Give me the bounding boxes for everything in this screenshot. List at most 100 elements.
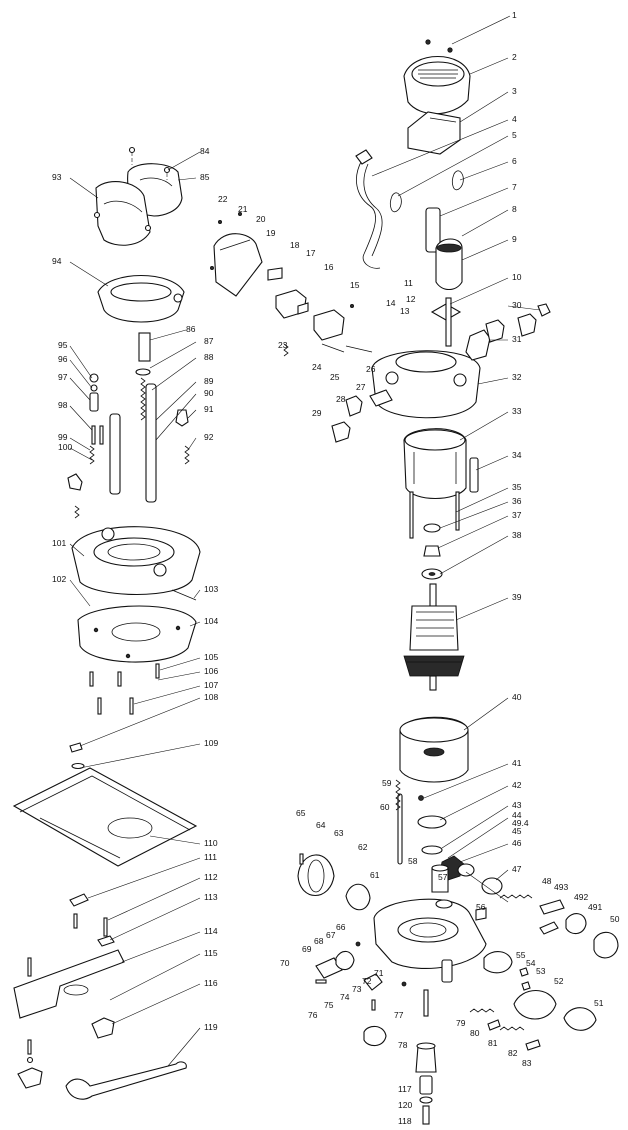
label-42: 42 xyxy=(512,780,522,790)
label-5: 5 xyxy=(512,130,517,140)
label-90: 90 xyxy=(204,388,214,398)
label-37: 37 xyxy=(512,510,522,520)
label-51: 51 xyxy=(594,998,604,1008)
shaft-lock-parts xyxy=(469,1008,541,1051)
label-120: 120 xyxy=(398,1100,412,1110)
label-110: 110 xyxy=(204,838,218,848)
label-16: 16 xyxy=(324,262,334,272)
label-47: 47 xyxy=(512,864,522,874)
guide-bracket xyxy=(13,917,125,1089)
bearings-upper xyxy=(421,523,443,580)
label-45: 45 xyxy=(512,826,522,836)
label-57: 57 xyxy=(438,872,448,882)
label-34: 34 xyxy=(512,450,522,460)
label-96: 96 xyxy=(58,354,68,364)
label-26: 26 xyxy=(366,364,376,374)
label-114: 114 xyxy=(204,926,218,936)
label-40: 40 xyxy=(512,692,522,702)
motor-housing-top xyxy=(425,207,463,347)
label-102: 102 xyxy=(52,574,66,584)
label-100: 100 xyxy=(58,442,72,452)
switch-assembly xyxy=(209,211,373,357)
label-31: 31 xyxy=(512,334,522,344)
top-cap xyxy=(403,39,471,115)
motor-housing xyxy=(371,303,551,419)
label-115: 115 xyxy=(204,948,218,958)
collet-assembly xyxy=(415,1042,437,1125)
label-53: 53 xyxy=(536,966,546,976)
label-119: 119 xyxy=(204,1022,218,1032)
label-74: 74 xyxy=(340,992,350,1002)
label-7: 7 xyxy=(512,182,517,192)
label-6: 6 xyxy=(512,156,517,166)
label-66: 66 xyxy=(336,922,346,932)
label-85: 85 xyxy=(200,172,210,182)
label-68: 68 xyxy=(314,936,324,946)
stator xyxy=(403,428,479,539)
label-118: 118 xyxy=(398,1116,412,1126)
label-35: 35 xyxy=(512,482,522,492)
label-28: 28 xyxy=(336,394,346,404)
label-30: 30 xyxy=(512,300,522,310)
label-59: 59 xyxy=(382,778,392,788)
leader-lines xyxy=(69,15,541,1067)
label-63: 63 xyxy=(334,828,344,838)
callout-labels: 1 2 3 4 5 6 7 8 9 10 11 12 13 14 15 16 1… xyxy=(52,10,620,1126)
label-49-4: 49.4 xyxy=(512,818,529,828)
label-99: 99 xyxy=(58,432,68,442)
label-107: 107 xyxy=(204,680,218,690)
label-32: 32 xyxy=(512,372,522,382)
base-plate xyxy=(69,605,197,770)
label-88: 88 xyxy=(204,352,214,362)
depth-adjuster xyxy=(483,894,619,1031)
label-104: 104 xyxy=(204,616,218,626)
label-76: 76 xyxy=(308,1010,318,1020)
label-89: 89 xyxy=(204,376,214,386)
label-8: 8 xyxy=(512,204,517,214)
label-4: 4 xyxy=(512,114,517,124)
depth-stop-ring xyxy=(97,275,185,323)
sub-base-plate xyxy=(12,767,198,929)
label-81: 81 xyxy=(488,1038,498,1048)
label-72: 72 xyxy=(362,976,372,986)
speed-control xyxy=(331,389,393,443)
label-44: 44 xyxy=(512,810,522,820)
label-9: 9 xyxy=(512,234,517,244)
label-48: 48 xyxy=(542,876,552,886)
label-43: 43 xyxy=(512,800,522,810)
label-15: 15 xyxy=(350,280,360,290)
label-71: 71 xyxy=(374,968,384,978)
label-103: 103 xyxy=(204,584,218,594)
gear-housing xyxy=(373,864,487,1017)
label-69: 69 xyxy=(302,944,312,954)
label-92: 92 xyxy=(204,432,214,442)
label-60: 60 xyxy=(380,802,390,812)
label-106: 106 xyxy=(204,666,218,676)
label-3: 3 xyxy=(512,86,517,96)
guide-columns xyxy=(67,332,190,519)
label-25: 25 xyxy=(330,372,340,382)
wrench xyxy=(65,1061,187,1100)
label-29: 29 xyxy=(312,408,322,418)
label-78: 78 xyxy=(398,1040,408,1050)
label-50: 50 xyxy=(610,914,620,924)
label-23: 23 xyxy=(278,340,288,350)
label-80: 80 xyxy=(470,1028,480,1038)
label-91: 91 xyxy=(204,404,214,414)
label-95: 95 xyxy=(58,340,68,350)
label-36: 36 xyxy=(512,496,522,506)
label-1: 1 xyxy=(512,10,517,20)
label-38: 38 xyxy=(512,530,522,540)
label-41: 41 xyxy=(512,758,522,768)
label-46: 46 xyxy=(512,838,522,848)
label-2: 2 xyxy=(512,52,517,62)
label-108: 108 xyxy=(204,692,218,702)
label-67: 67 xyxy=(326,930,336,940)
label-79: 79 xyxy=(456,1018,466,1028)
handle-assembly xyxy=(93,146,183,246)
label-109: 109 xyxy=(204,738,218,748)
label-82: 82 xyxy=(508,1048,518,1058)
label-55: 55 xyxy=(516,950,526,960)
label-94: 94 xyxy=(52,256,62,266)
label-93: 93 xyxy=(52,172,62,182)
